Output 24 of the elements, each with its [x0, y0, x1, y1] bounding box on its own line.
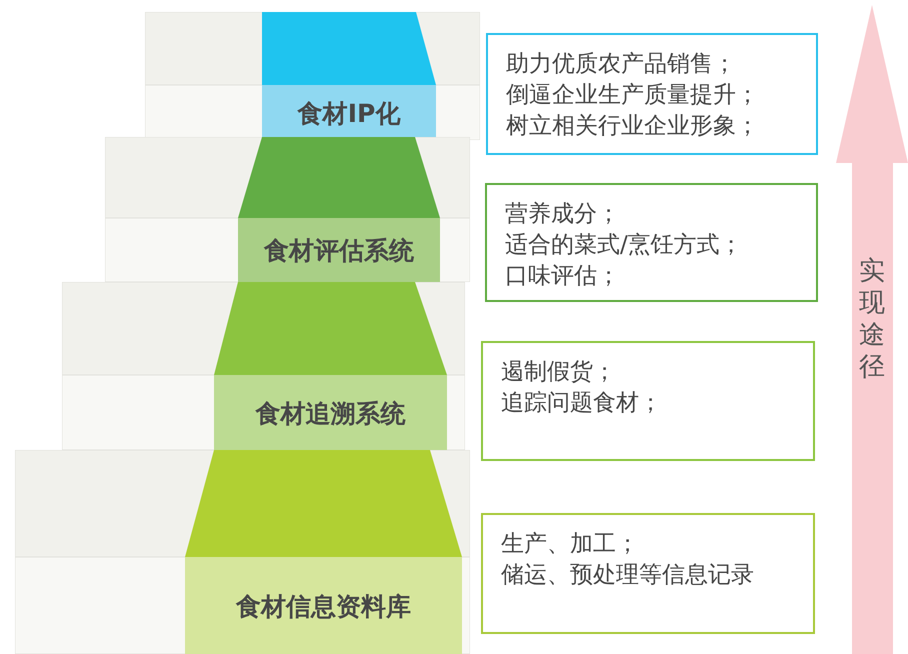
- text-box: [485, 183, 818, 302]
- step-label: 食材IP化: [296, 98, 402, 130]
- step-block: [62, 282, 465, 450]
- description-text: 树立相关行业企业形象；: [506, 112, 759, 141]
- description-text: 追踪问题食材；: [501, 389, 662, 418]
- text-box: [486, 33, 818, 155]
- description-text: 适合的菜式/烹饪方式；: [505, 231, 743, 260]
- description-text: 口味评估；: [505, 262, 620, 291]
- step-block: [105, 137, 470, 282]
- step-label: 食材信息资料库: [234, 590, 412, 622]
- description-text: 助力优质农产品销售；: [506, 50, 736, 79]
- step-label: 食材评估系统: [262, 235, 415, 267]
- text-box: [481, 513, 815, 634]
- text-box: [481, 341, 815, 461]
- description-text: 生产、加工；: [501, 530, 639, 559]
- step-block: [145, 12, 480, 140]
- description-text: 营养成分；: [505, 200, 620, 229]
- description-text: 遏制假货；: [501, 358, 616, 387]
- description-text: 倒逼企业生产质量提升；: [506, 81, 759, 110]
- step-block: [15, 450, 470, 654]
- step-label: 食材追溯系统: [254, 398, 406, 430]
- description-text: 储运、预处理等信息记录: [501, 561, 754, 590]
- arrow-label: 实现途径: [858, 255, 886, 383]
- up-arrow: [836, 5, 908, 654]
